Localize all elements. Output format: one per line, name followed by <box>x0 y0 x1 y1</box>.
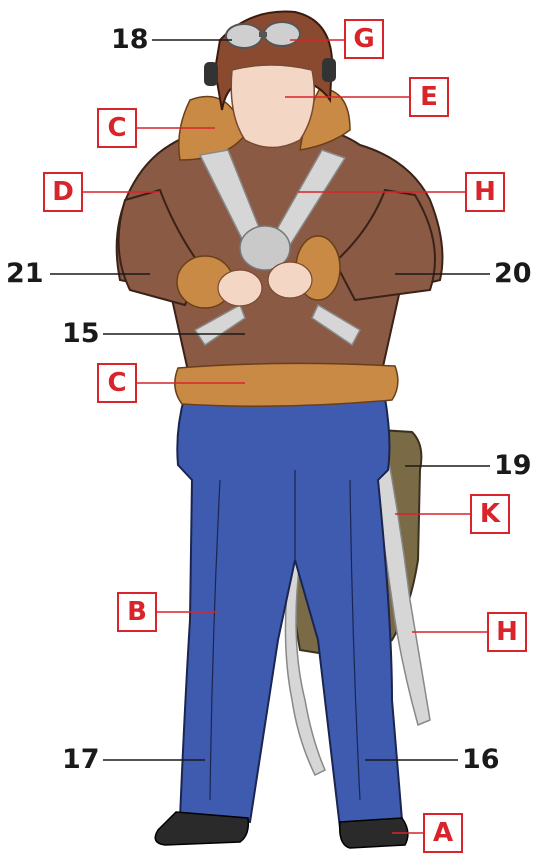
label-15: 15 <box>62 320 100 347</box>
label-c-collar: C <box>97 108 137 148</box>
hand-right <box>268 262 312 298</box>
label-h-hanging: H <box>487 612 527 652</box>
label-g: G <box>344 19 384 59</box>
label-b: B <box>117 592 157 632</box>
label-d: D <box>43 172 83 212</box>
label-k: K <box>470 494 510 534</box>
hem-fur <box>175 363 398 406</box>
ear-cup-right <box>322 58 336 82</box>
label-17: 17 <box>62 746 100 773</box>
label-c-hem: C <box>97 363 137 403</box>
boot-left <box>155 812 248 845</box>
label-a: A <box>423 813 463 853</box>
label-16: 16 <box>462 746 500 773</box>
label-20: 20 <box>494 260 532 287</box>
label-h-strap: H <box>465 172 505 212</box>
ear-cup-left <box>204 62 218 86</box>
goggle-lens-left <box>226 24 262 48</box>
goggle-bridge <box>259 32 267 37</box>
label-e: E <box>409 77 449 117</box>
face <box>231 65 314 148</box>
label-18: 18 <box>111 26 149 53</box>
label-19: 19 <box>494 452 532 479</box>
goggle-lens-right <box>264 22 300 46</box>
hand-left <box>218 270 262 306</box>
label-21: 21 <box>6 260 44 287</box>
